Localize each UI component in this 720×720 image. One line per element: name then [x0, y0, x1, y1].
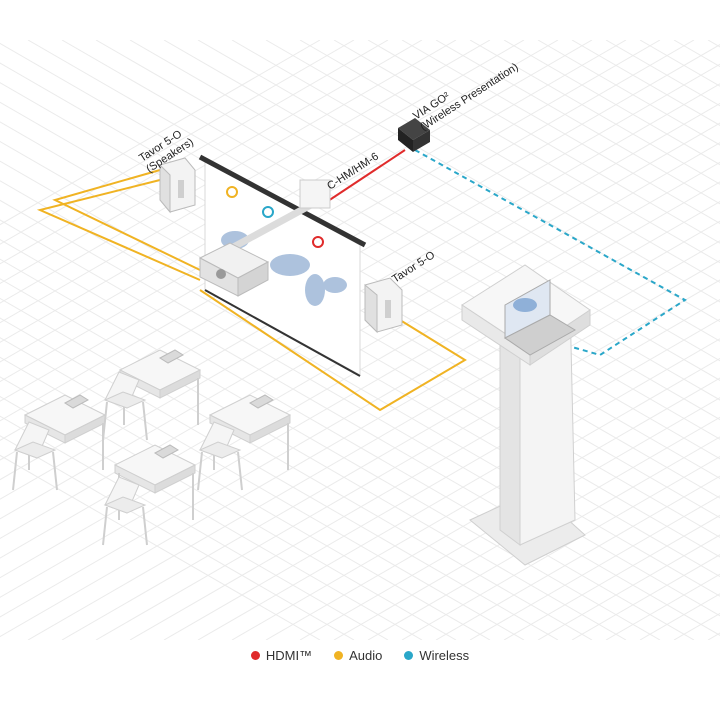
- legend: HDMI™ Audio Wireless: [0, 648, 720, 663]
- speaker-left: [159, 157, 196, 214]
- legend-item-audio: Audio: [334, 648, 382, 663]
- lectern: [461, 264, 591, 566]
- legend-item-hdmi: HDMI™: [250, 648, 313, 663]
- chair: [197, 421, 243, 491]
- chair: [102, 476, 148, 546]
- chair: [102, 371, 148, 441]
- laptop: [504, 279, 576, 356]
- label-via-go: VIA GO² (Wireless Presentation): [411, 61, 520, 133]
- speaker-right: [364, 277, 403, 334]
- chair: [12, 421, 58, 491]
- classroom-furniture: [12, 349, 292, 546]
- audio-dot-icon: [334, 651, 344, 660]
- via-go-device: [398, 118, 430, 152]
- legend-label: Audio: [349, 648, 383, 663]
- legend-item-wireless: Wireless: [404, 648, 469, 663]
- hdmi-cable: [321, 149, 406, 206]
- legend-label: Wireless: [419, 648, 470, 663]
- desk: [118, 349, 202, 425]
- legend-label: HDMI™: [265, 648, 313, 663]
- desk: [208, 394, 292, 470]
- audio-cable: [36, 169, 467, 412]
- wireless-link: [414, 149, 687, 357]
- projector: [198, 179, 331, 297]
- desk: [113, 444, 197, 520]
- hdmi-dot-icon: [250, 651, 260, 660]
- wireless-dot-icon: [404, 651, 414, 660]
